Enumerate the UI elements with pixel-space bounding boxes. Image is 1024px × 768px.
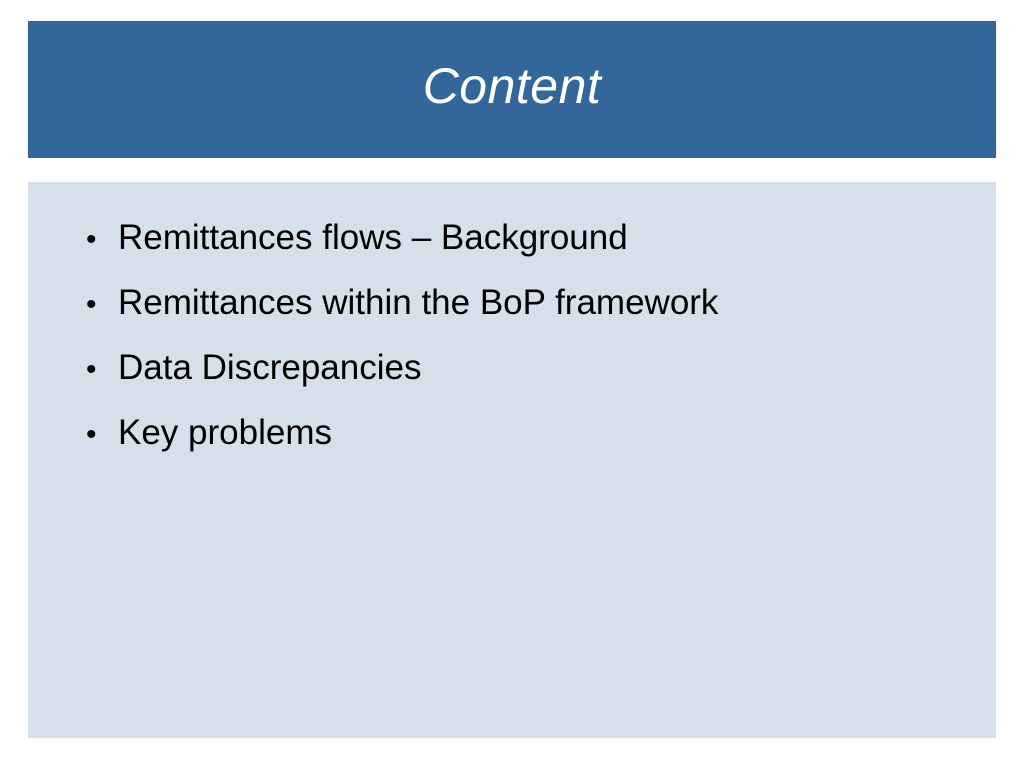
bullet-dot-icon: • (86, 353, 97, 386)
list-item: • Data Discrepancies (86, 348, 718, 413)
content-box: • Remittances flows – Background • Remit… (28, 182, 996, 738)
bullet-text: Key problems (118, 413, 332, 452)
bullet-text: Data Discrepancies (118, 348, 422, 387)
bullet-text: Remittances flows – Background (118, 218, 628, 257)
bullet-text: Remittances within the BoP framework (118, 283, 719, 322)
bullet-dot-icon: • (86, 223, 97, 256)
bullet-dot-icon: • (86, 418, 97, 451)
list-item: • Remittances flows – Background (86, 218, 718, 283)
bullet-list: • Remittances flows – Background • Remit… (86, 218, 718, 478)
list-item: • Key problems (86, 413, 718, 478)
slide-title: Content (422, 57, 602, 114)
bullet-dot-icon: • (86, 288, 97, 321)
list-item: • Remittances within the BoP framework (86, 283, 718, 348)
title-bar: Content (28, 21, 996, 158)
